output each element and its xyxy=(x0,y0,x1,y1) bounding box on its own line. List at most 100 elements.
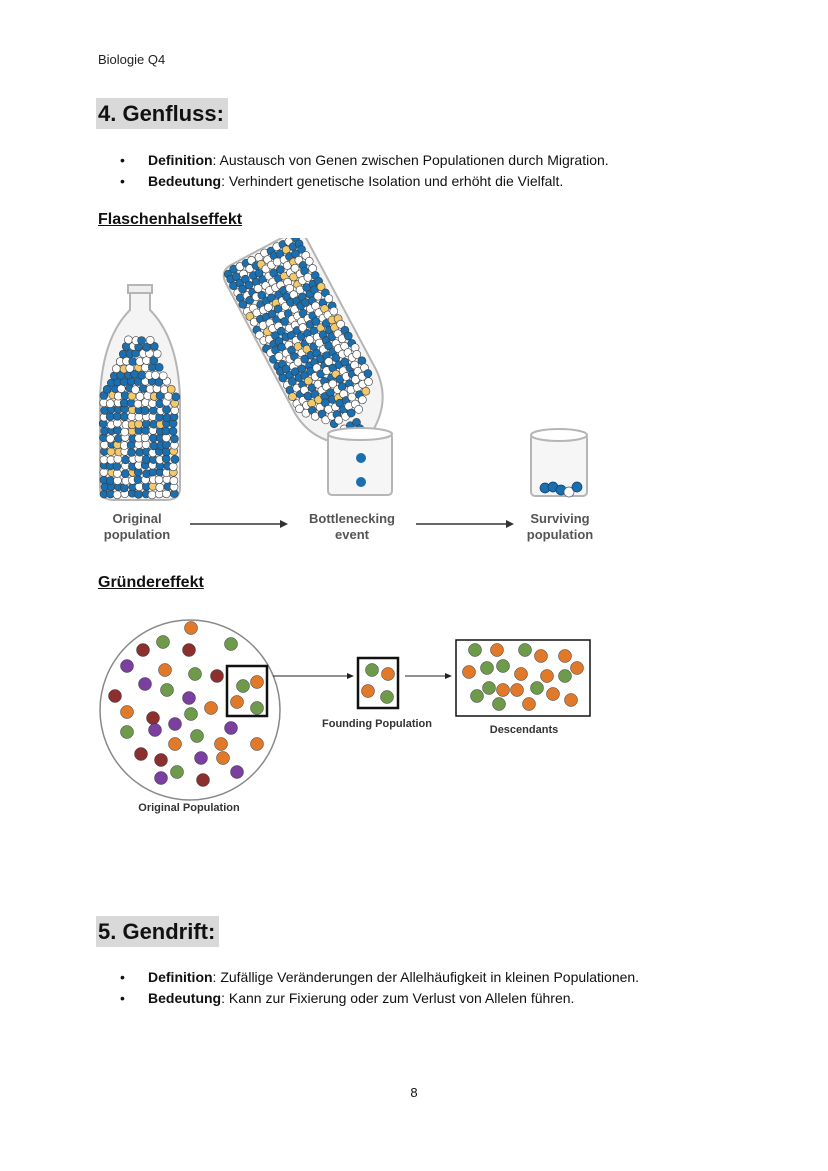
page-header: Biologie Q4 xyxy=(98,52,166,67)
bead xyxy=(162,405,171,414)
arrow-head xyxy=(506,520,514,528)
bead xyxy=(105,434,115,444)
bead xyxy=(162,447,171,457)
label-surviving-2: population xyxy=(527,527,593,542)
population-dot xyxy=(168,737,182,751)
bead xyxy=(170,455,180,464)
surviving-bead xyxy=(571,481,583,493)
population-dot xyxy=(184,621,198,635)
bead xyxy=(155,483,165,492)
population-dot xyxy=(160,683,174,697)
population-dot xyxy=(546,687,560,701)
bead xyxy=(128,357,138,366)
descendants-dots xyxy=(462,643,584,711)
bead xyxy=(148,399,157,408)
bead xyxy=(140,433,150,443)
bead xyxy=(105,399,115,408)
bead xyxy=(168,426,178,436)
population-dot xyxy=(182,691,196,705)
bead xyxy=(154,363,164,372)
population-dot xyxy=(558,669,572,683)
bead xyxy=(113,476,122,485)
bead xyxy=(149,356,159,365)
population-dot xyxy=(540,669,554,683)
population-dot xyxy=(190,729,204,743)
population-dot xyxy=(216,751,230,765)
sample-box xyxy=(225,664,269,718)
population-dot xyxy=(558,649,572,663)
population-dot xyxy=(381,667,395,681)
label-surviving-1: Surviving xyxy=(530,511,589,526)
bead xyxy=(162,489,171,499)
population-dot xyxy=(214,737,228,751)
population-dot xyxy=(108,689,122,703)
population-dot xyxy=(514,667,528,681)
population-dot xyxy=(224,637,238,651)
bead xyxy=(140,406,150,415)
bead xyxy=(134,482,144,492)
bead xyxy=(133,399,143,409)
bullet-term: Bedeutung xyxy=(148,173,222,189)
falling-bead xyxy=(356,477,366,487)
population-dot xyxy=(534,649,548,663)
population-dot xyxy=(148,723,162,737)
population-dot xyxy=(170,765,184,779)
bead xyxy=(119,412,129,421)
bead xyxy=(151,371,160,380)
bead xyxy=(119,483,129,493)
page-number: 8 xyxy=(410,1085,418,1100)
bead xyxy=(361,386,371,396)
label-event-2: event xyxy=(335,527,370,542)
population-dot xyxy=(496,683,510,697)
label-original-2: population xyxy=(104,527,170,542)
bullet-text: : Zufällige Veränderungen der Allelhäufi… xyxy=(212,969,640,985)
population-dot xyxy=(530,681,544,695)
population-dot xyxy=(468,643,482,657)
bead xyxy=(137,336,146,345)
population-dot xyxy=(250,675,264,689)
population-dot xyxy=(134,747,148,761)
bullet-text: : Austausch von Genen zwischen Populatio… xyxy=(212,152,609,168)
bead xyxy=(145,336,155,345)
bead xyxy=(102,385,112,394)
bead xyxy=(100,440,109,450)
bead xyxy=(149,406,158,415)
list-item: Definition: Zufällige Veränderungen der … xyxy=(120,967,639,988)
founder-figure: Original Population Founding Population … xyxy=(99,619,591,814)
original-population-dots xyxy=(108,621,264,787)
bead xyxy=(169,476,179,485)
label-original-population: Original Population xyxy=(138,802,240,814)
bead xyxy=(112,364,121,373)
arrow-head xyxy=(347,673,354,679)
population-dot xyxy=(361,684,375,698)
population-dot xyxy=(480,661,494,675)
bead xyxy=(363,369,373,378)
label-event-1: Bottlenecking xyxy=(309,511,395,526)
population-dot xyxy=(196,773,210,787)
founding-box xyxy=(356,656,400,710)
section-5-title: 5. Gendrift: xyxy=(96,916,220,947)
section-5-bullet-list: Definition: Zufällige Veränderungen der … xyxy=(120,967,639,1009)
population-dot xyxy=(496,659,510,673)
bead xyxy=(154,475,164,484)
founder-heading: Gründereffekt xyxy=(98,574,204,591)
original-bottle-cap xyxy=(127,284,153,294)
population-dot xyxy=(138,677,152,691)
population-dot xyxy=(120,725,134,739)
bead xyxy=(170,434,179,444)
bead xyxy=(131,385,140,394)
bead xyxy=(364,377,373,387)
bead xyxy=(288,392,297,401)
bead xyxy=(134,419,143,429)
population-dot xyxy=(182,643,196,657)
population-dot xyxy=(518,643,532,657)
bead xyxy=(133,475,143,484)
bullet-term: Bedeutung xyxy=(148,990,222,1006)
population-dot xyxy=(570,661,584,675)
section-4-bullet-list: Definition: Austausch von Genen zwischen… xyxy=(120,150,609,192)
arrow-head xyxy=(445,673,452,679)
population-dot xyxy=(194,751,208,765)
population-dot xyxy=(250,701,264,715)
bead xyxy=(113,454,123,464)
population-dot xyxy=(188,667,202,681)
